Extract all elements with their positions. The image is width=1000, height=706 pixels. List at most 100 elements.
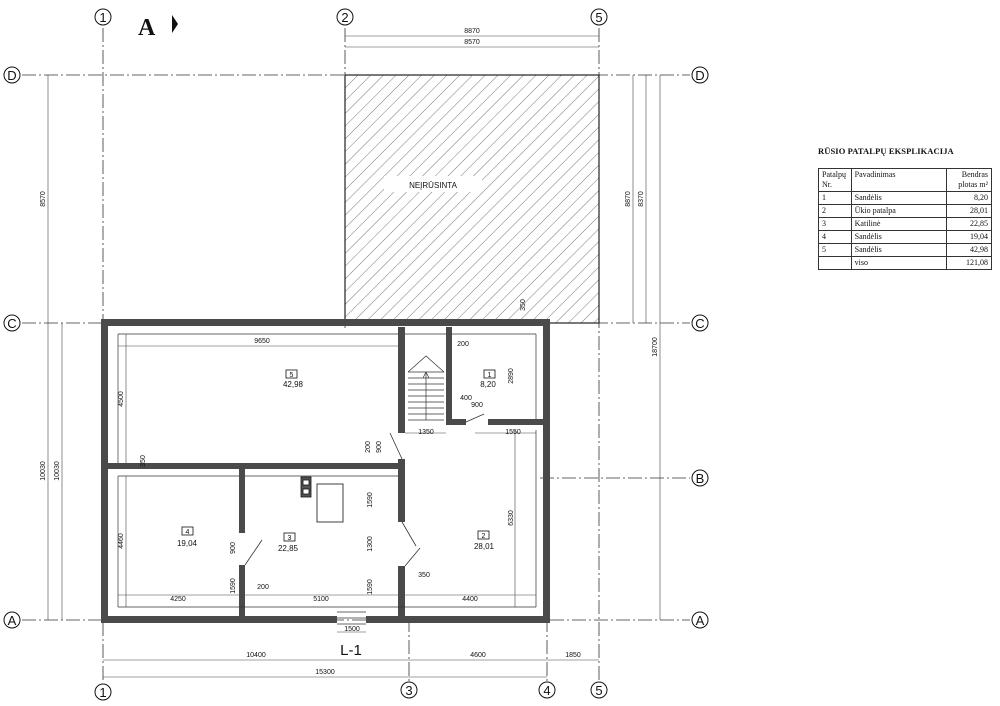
svg-text:5: 5 xyxy=(595,10,602,25)
header-area: Bendras plotas m² xyxy=(946,168,992,192)
cell-nr: 4 xyxy=(818,230,852,244)
axis-bubble-1-top: 1 xyxy=(94,8,112,26)
svg-text:200: 200 xyxy=(457,341,469,348)
table-title: RŪSIO PATALPŲ EKSPLIKACIJA xyxy=(818,146,954,156)
room-tag-3: 3 22,85 xyxy=(278,532,299,553)
unbuilt-label: NEĮRŪSINTA xyxy=(409,181,458,190)
cell-area: 121,08 xyxy=(946,256,992,270)
header-name: Pavadinimas xyxy=(850,168,948,192)
svg-text:28,01: 28,01 xyxy=(474,542,495,551)
svg-text:C: C xyxy=(695,316,704,331)
svg-text:900: 900 xyxy=(376,441,383,453)
svg-text:1300: 1300 xyxy=(367,536,374,552)
table-total-row: viso 121,08 xyxy=(818,256,992,270)
svg-text:3: 3 xyxy=(405,683,412,698)
svg-text:8870: 8870 xyxy=(625,191,632,207)
axis-bubble-d-left: D xyxy=(3,66,21,84)
svg-text:350: 350 xyxy=(140,455,147,467)
cell-name: Sandėlis xyxy=(850,243,948,257)
svg-text:A: A xyxy=(8,613,17,628)
axis-bubble-b-right: B xyxy=(691,469,709,487)
svg-text:A: A xyxy=(696,613,705,628)
entrance-opening xyxy=(337,611,366,625)
svg-text:1: 1 xyxy=(99,10,106,25)
table-row: 1 Sandėlis 8,20 xyxy=(818,191,992,205)
svg-text:4500: 4500 xyxy=(118,391,125,407)
axis-bubble-2-top: 2 xyxy=(336,8,354,26)
axis-bubble-c-right: C xyxy=(691,314,709,332)
svg-text:1350: 1350 xyxy=(418,429,434,436)
axis-bubble-1-bottom: 1 xyxy=(94,683,112,701)
svg-text:200: 200 xyxy=(365,441,372,453)
svg-text:D: D xyxy=(7,68,16,83)
svg-text:5100: 5100 xyxy=(313,596,329,603)
svg-text:2: 2 xyxy=(341,10,348,25)
svg-text:200: 200 xyxy=(257,584,269,591)
table-row: 5 Sandėlis 42,98 xyxy=(818,243,992,257)
svg-text:10030: 10030 xyxy=(40,461,47,481)
svg-text:1590: 1590 xyxy=(230,578,237,594)
axis-bubble-5-bottom: 5 xyxy=(590,681,608,699)
cell-area: 22,85 xyxy=(946,217,992,231)
cell-nr: 3 xyxy=(818,217,852,231)
room-tag-2: 2 28,01 xyxy=(474,530,495,551)
svg-text:B: B xyxy=(696,471,705,486)
cell-nr: 1 xyxy=(818,191,852,205)
section-mark: A xyxy=(138,15,178,41)
svg-text:42,98: 42,98 xyxy=(283,380,304,389)
boiler-equipment xyxy=(300,476,344,523)
svg-text:350: 350 xyxy=(418,572,430,579)
room-tag-5: 5 42,98 xyxy=(283,369,304,389)
cell-name: Katilinė xyxy=(850,217,948,231)
svg-text:D: D xyxy=(695,68,704,83)
svg-text:10400: 10400 xyxy=(246,652,266,659)
room-tag-1: 1 8,20 xyxy=(480,369,496,389)
svg-text:9650: 9650 xyxy=(254,338,270,345)
dimension-texts: 8870 8570 8570 10030 10030 8870 8370 187… xyxy=(40,28,659,676)
svg-text:1: 1 xyxy=(99,685,106,700)
svg-text:A: A xyxy=(138,15,156,41)
cell-name: Ūkio patalpa xyxy=(850,204,948,218)
svg-text:2890: 2890 xyxy=(508,368,515,384)
svg-text:1590: 1590 xyxy=(367,492,374,508)
svg-text:10030: 10030 xyxy=(54,461,61,481)
axis-bubble-a-right: A xyxy=(691,611,709,629)
cell-nr: 2 xyxy=(818,204,852,218)
axis-bubble-5-top: 5 xyxy=(590,8,608,26)
axis-bubble-4-bottom: 4 xyxy=(538,681,556,699)
svg-text:8,20: 8,20 xyxy=(480,380,496,389)
svg-text:4600: 4600 xyxy=(470,652,486,659)
svg-text:1500: 1500 xyxy=(344,626,360,633)
table-header-row: Patalpų Nr. Pavadinimas Bendras plotas m… xyxy=(818,168,992,192)
svg-text:C: C xyxy=(7,316,16,331)
cell-name: Sandėlis xyxy=(850,191,948,205)
table-row: 4 Sandėlis 19,04 xyxy=(818,230,992,244)
explication-table: Patalpų Nr. Pavadinimas Bendras plotas m… xyxy=(818,168,992,270)
svg-text:8870: 8870 xyxy=(464,28,480,35)
axis-bubble-a-left: A xyxy=(3,611,21,629)
svg-text:4: 4 xyxy=(543,683,550,698)
unbuilt-area: NEĮRŪSINTA xyxy=(344,74,600,324)
walls xyxy=(101,319,550,623)
svg-text:4400: 4400 xyxy=(462,596,478,603)
door-swings xyxy=(244,413,485,567)
cell-area: 28,01 xyxy=(946,204,992,218)
svg-text:1850: 1850 xyxy=(565,652,581,659)
inner-room-lines xyxy=(117,333,537,608)
room-tag-4: 4 19,04 xyxy=(177,526,198,548)
svg-text:3: 3 xyxy=(288,535,292,542)
stairs xyxy=(407,355,445,421)
svg-text:18700: 18700 xyxy=(652,337,659,357)
cell-nr xyxy=(818,256,852,270)
plan-label: L-1 xyxy=(340,642,362,659)
svg-text:1590: 1590 xyxy=(367,579,374,595)
svg-text:8570: 8570 xyxy=(464,39,480,46)
svg-text:8570: 8570 xyxy=(40,191,47,207)
svg-text:19,04: 19,04 xyxy=(177,539,198,548)
svg-text:5: 5 xyxy=(290,372,294,379)
svg-text:4460: 4460 xyxy=(118,533,125,549)
svg-text:15300: 15300 xyxy=(315,669,335,676)
cell-name: Sandėlis xyxy=(850,230,948,244)
svg-text:4250: 4250 xyxy=(170,596,186,603)
room-explication: RŪSIO PATALPŲ EKSPLIKACIJA Patalpų Nr. P… xyxy=(818,146,998,270)
